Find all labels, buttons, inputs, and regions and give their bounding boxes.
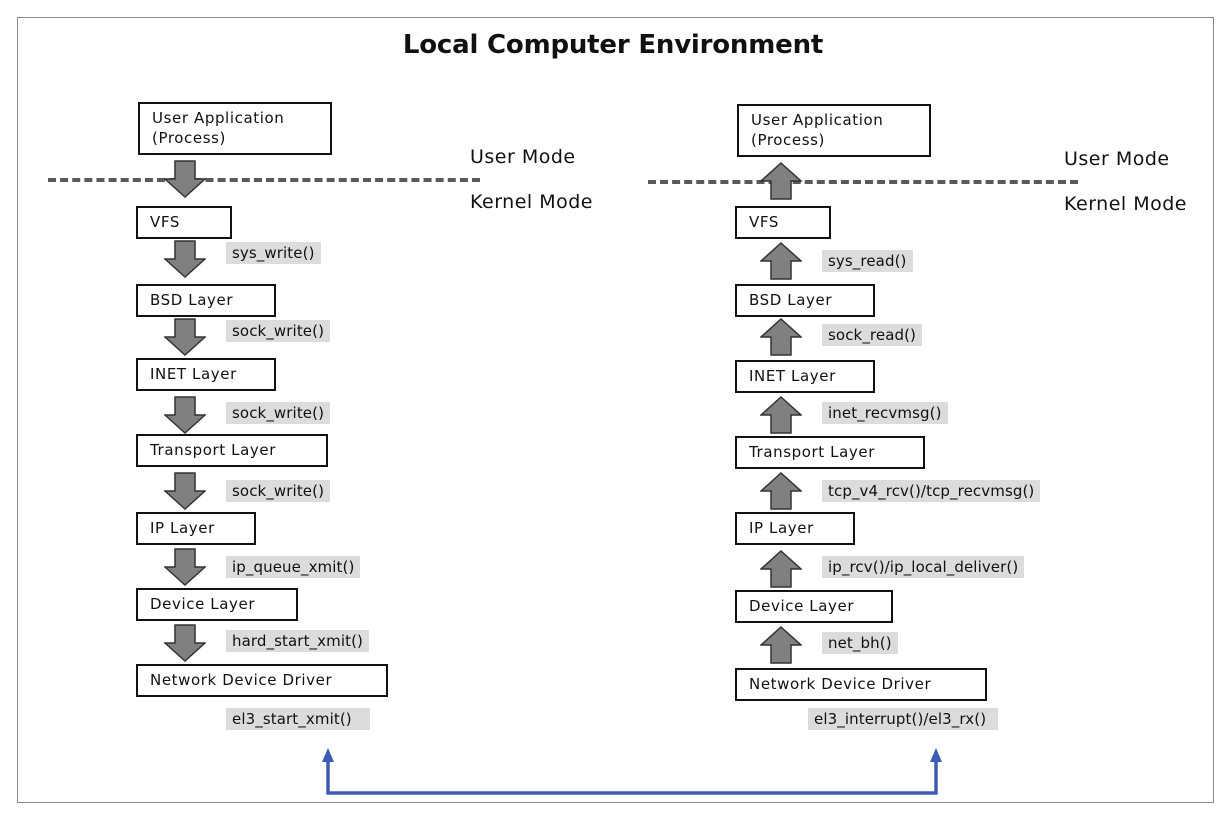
connector-arrowhead-icon <box>322 748 334 762</box>
left-function-label: sock_write() <box>226 320 331 342</box>
diagram-frame <box>17 17 1214 803</box>
down-arrow-icon <box>164 624 206 662</box>
mode-boundary-left <box>48 178 480 182</box>
right-app-label-line2: (Process) <box>751 131 826 149</box>
up-arrow-icon <box>760 550 802 588</box>
right-layer-transport: Transport Layer <box>735 436 925 469</box>
diagram-title: Local Computer Environment <box>402 30 824 60</box>
down-arrow-icon <box>164 160 206 198</box>
user-mode-label-right: User Mode <box>1064 148 1170 170</box>
left-function-label: sock_write() <box>226 480 331 502</box>
up-arrow-icon <box>760 396 802 434</box>
connector-arrowhead-icon <box>930 748 942 762</box>
down-arrow-icon <box>164 472 206 510</box>
left-app-label-line1: User Application <box>152 109 285 127</box>
right-function-label: el3_interrupt()/el3_rx() <box>808 708 999 730</box>
left-layer-ip: IP Layer <box>136 512 256 545</box>
left-layer-vfs: VFS <box>136 206 232 239</box>
up-arrow-icon <box>760 242 802 280</box>
right-function-label: tcp_v4_rcv()/tcp_recvmsg() <box>822 480 1041 502</box>
left-layer-bsd: BSD Layer <box>136 284 276 317</box>
left-user-application-box: User Application (Process) <box>138 102 332 155</box>
right-user-application-box: User Application (Process) <box>737 104 931 157</box>
right-layer-network-device-driver: Network Device Driver <box>735 668 987 701</box>
down-arrow-icon <box>164 240 206 278</box>
right-function-label: ip_rcv()/ip_local_deliver() <box>822 556 1025 578</box>
right-function-label: net_bh() <box>822 632 898 654</box>
right-layer-device: Device Layer <box>735 590 893 623</box>
right-app-label-line1: User Application <box>751 111 884 129</box>
left-function-label: sock_write() <box>226 402 331 424</box>
right-function-label: inet_recvmsg() <box>822 402 948 424</box>
left-function-label: ip_queue_xmit() <box>226 556 361 578</box>
kernel-mode-label-right: Kernel Mode <box>1064 193 1187 215</box>
left-function-label: el3_start_xmit() <box>226 708 370 730</box>
right-layer-bsd: BSD Layer <box>735 284 875 317</box>
right-function-label: sys_read() <box>822 250 913 272</box>
down-arrow-icon <box>164 318 206 356</box>
up-arrow-icon <box>760 318 802 356</box>
left-app-label-line2: (Process) <box>152 129 227 147</box>
mode-boundary-right <box>648 180 1078 184</box>
down-arrow-icon <box>164 396 206 434</box>
user-mode-label-left: User Mode <box>470 146 576 168</box>
up-arrow-icon <box>760 472 802 510</box>
right-layer-ip: IP Layer <box>735 512 855 545</box>
left-layer-inet: INET Layer <box>136 358 276 391</box>
up-arrow-icon <box>760 626 802 664</box>
right-function-label: sock_read() <box>822 324 923 346</box>
right-layer-vfs: VFS <box>735 206 831 239</box>
right-layer-inet: INET Layer <box>735 360 875 393</box>
left-layer-device: Device Layer <box>136 588 298 621</box>
left-layer-network-device-driver: Network Device Driver <box>136 664 388 697</box>
left-function-label: hard_start_xmit() <box>226 630 370 652</box>
down-arrow-icon <box>164 548 206 586</box>
left-layer-transport: Transport Layer <box>136 434 328 467</box>
up-arrow-icon <box>760 162 802 200</box>
left-function-label: sys_write() <box>226 242 321 264</box>
kernel-mode-label-left: Kernel Mode <box>470 191 593 213</box>
